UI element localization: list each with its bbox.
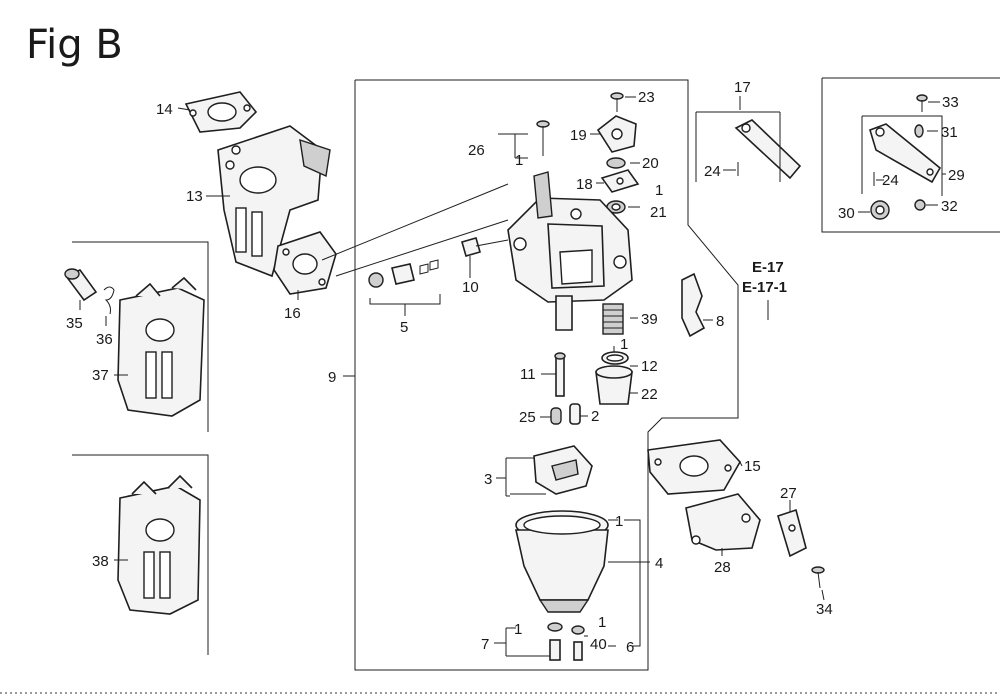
callout-1-bottom-right: 1 (598, 614, 606, 631)
callout-4: 4 (655, 555, 663, 572)
part-2-main-jet (569, 403, 581, 425)
callout-1-bottom-left: 1 (514, 621, 522, 638)
part-40-drain-screw (571, 625, 585, 661)
part-31-washer (914, 124, 924, 138)
part-36-clip (103, 286, 115, 315)
callout-1-mid: 1 (620, 336, 628, 353)
part-11-needle (554, 352, 566, 397)
part-38-plate (117, 474, 201, 615)
part-14-gasket (184, 91, 258, 133)
part-26-screw (536, 120, 550, 156)
callout-1-top: 1 (515, 152, 523, 169)
part-12-oring (601, 351, 629, 365)
callout-38: 38 (92, 553, 109, 570)
part-29-throttle-lever (869, 123, 942, 184)
part-9-carburetor-body (507, 171, 633, 331)
leader-lines (79, 96, 946, 657)
callout-12: 12 (641, 358, 658, 375)
callout-28: 28 (714, 559, 731, 576)
callout-17: 17 (734, 79, 751, 96)
part-3-float (510, 445, 593, 495)
callout-2: 2 (591, 408, 599, 425)
frame-left-2 (72, 454, 209, 655)
callout-29: 29 (948, 167, 965, 184)
part-23-screw (610, 92, 624, 112)
callout-33: 33 (942, 94, 959, 111)
part-17-choke-lever (734, 119, 802, 180)
part-35-cap (64, 268, 98, 302)
callout-25: 25 (519, 409, 536, 426)
callout-22: 22 (641, 386, 658, 403)
callout-19: 19 (570, 127, 587, 144)
callout-14: 14 (156, 101, 173, 118)
callout-11: 11 (520, 366, 536, 383)
callout-40: 40 (590, 636, 607, 653)
callout-6: 6 (626, 639, 634, 656)
callout-1-bowl: 1 (615, 513, 623, 530)
part-19-cover (596, 115, 637, 153)
part-37-plate (117, 276, 205, 417)
callout-16: 16 (284, 305, 301, 322)
reference-e17: E-17 (752, 259, 784, 276)
reference-e17-1: E-17-1 (742, 279, 787, 296)
callout-13: 13 (186, 188, 203, 205)
callout-36: 36 (96, 331, 113, 348)
callout-31: 31 (941, 124, 958, 141)
callout-24-left: 24 (704, 163, 721, 180)
callout-30: 30 (838, 205, 855, 222)
figure-title: Fig B (26, 22, 123, 68)
callout-18: 18 (576, 176, 593, 193)
part-25-spring (550, 407, 562, 425)
callout-9: 9 (328, 369, 336, 386)
frame-left-1 (72, 241, 209, 432)
part-18-lever (600, 169, 640, 193)
part-4-float-bowl (515, 510, 609, 613)
callout-23: 23 (638, 89, 655, 106)
callout-5: 5 (400, 319, 408, 336)
carburetor-assembly-frame (354, 79, 739, 671)
part-10-jet (461, 237, 509, 257)
part-20-seal (606, 157, 626, 169)
callout-7: 7 (481, 636, 489, 653)
part-30-spring (870, 200, 890, 220)
frame-top-right-side (821, 78, 1000, 233)
part-16-gasket (273, 231, 337, 295)
part-27-holder (777, 508, 807, 558)
callout-1-right: 1 (655, 182, 663, 199)
callout-21: 21 (650, 204, 667, 221)
part-28-heat-shield (685, 493, 761, 551)
part-34-screw (811, 566, 825, 589)
part-22-filter-cup (595, 365, 633, 405)
callout-26: 26 (468, 142, 485, 159)
callout-15: 15 (744, 458, 761, 475)
callout-8: 8 (716, 313, 724, 330)
callout-35: 35 (66, 315, 83, 332)
part-8-clip (681, 272, 706, 338)
part-13-bracket (217, 125, 331, 278)
callout-20: 20 (642, 155, 659, 172)
callout-37: 37 (92, 367, 109, 384)
part-7-drain-bolt (547, 622, 563, 661)
part-15-gasket (647, 439, 741, 495)
part-33-screw (916, 94, 928, 112)
part-32-nut (914, 199, 926, 211)
callout-27: 27 (780, 485, 797, 502)
part-39-filter (602, 303, 624, 335)
callout-24-right: 24 (882, 172, 899, 189)
callout-10: 10 (462, 279, 479, 296)
callout-32: 32 (941, 198, 958, 215)
part-5-pilot-screw (368, 259, 439, 288)
callout-labels: 14 13 16 35 36 37 38 9 5 10 23 19 26 1 2… (66, 79, 965, 656)
callout-3: 3 (484, 471, 492, 488)
callout-34: 34 (816, 601, 833, 618)
callout-39: 39 (641, 311, 658, 328)
